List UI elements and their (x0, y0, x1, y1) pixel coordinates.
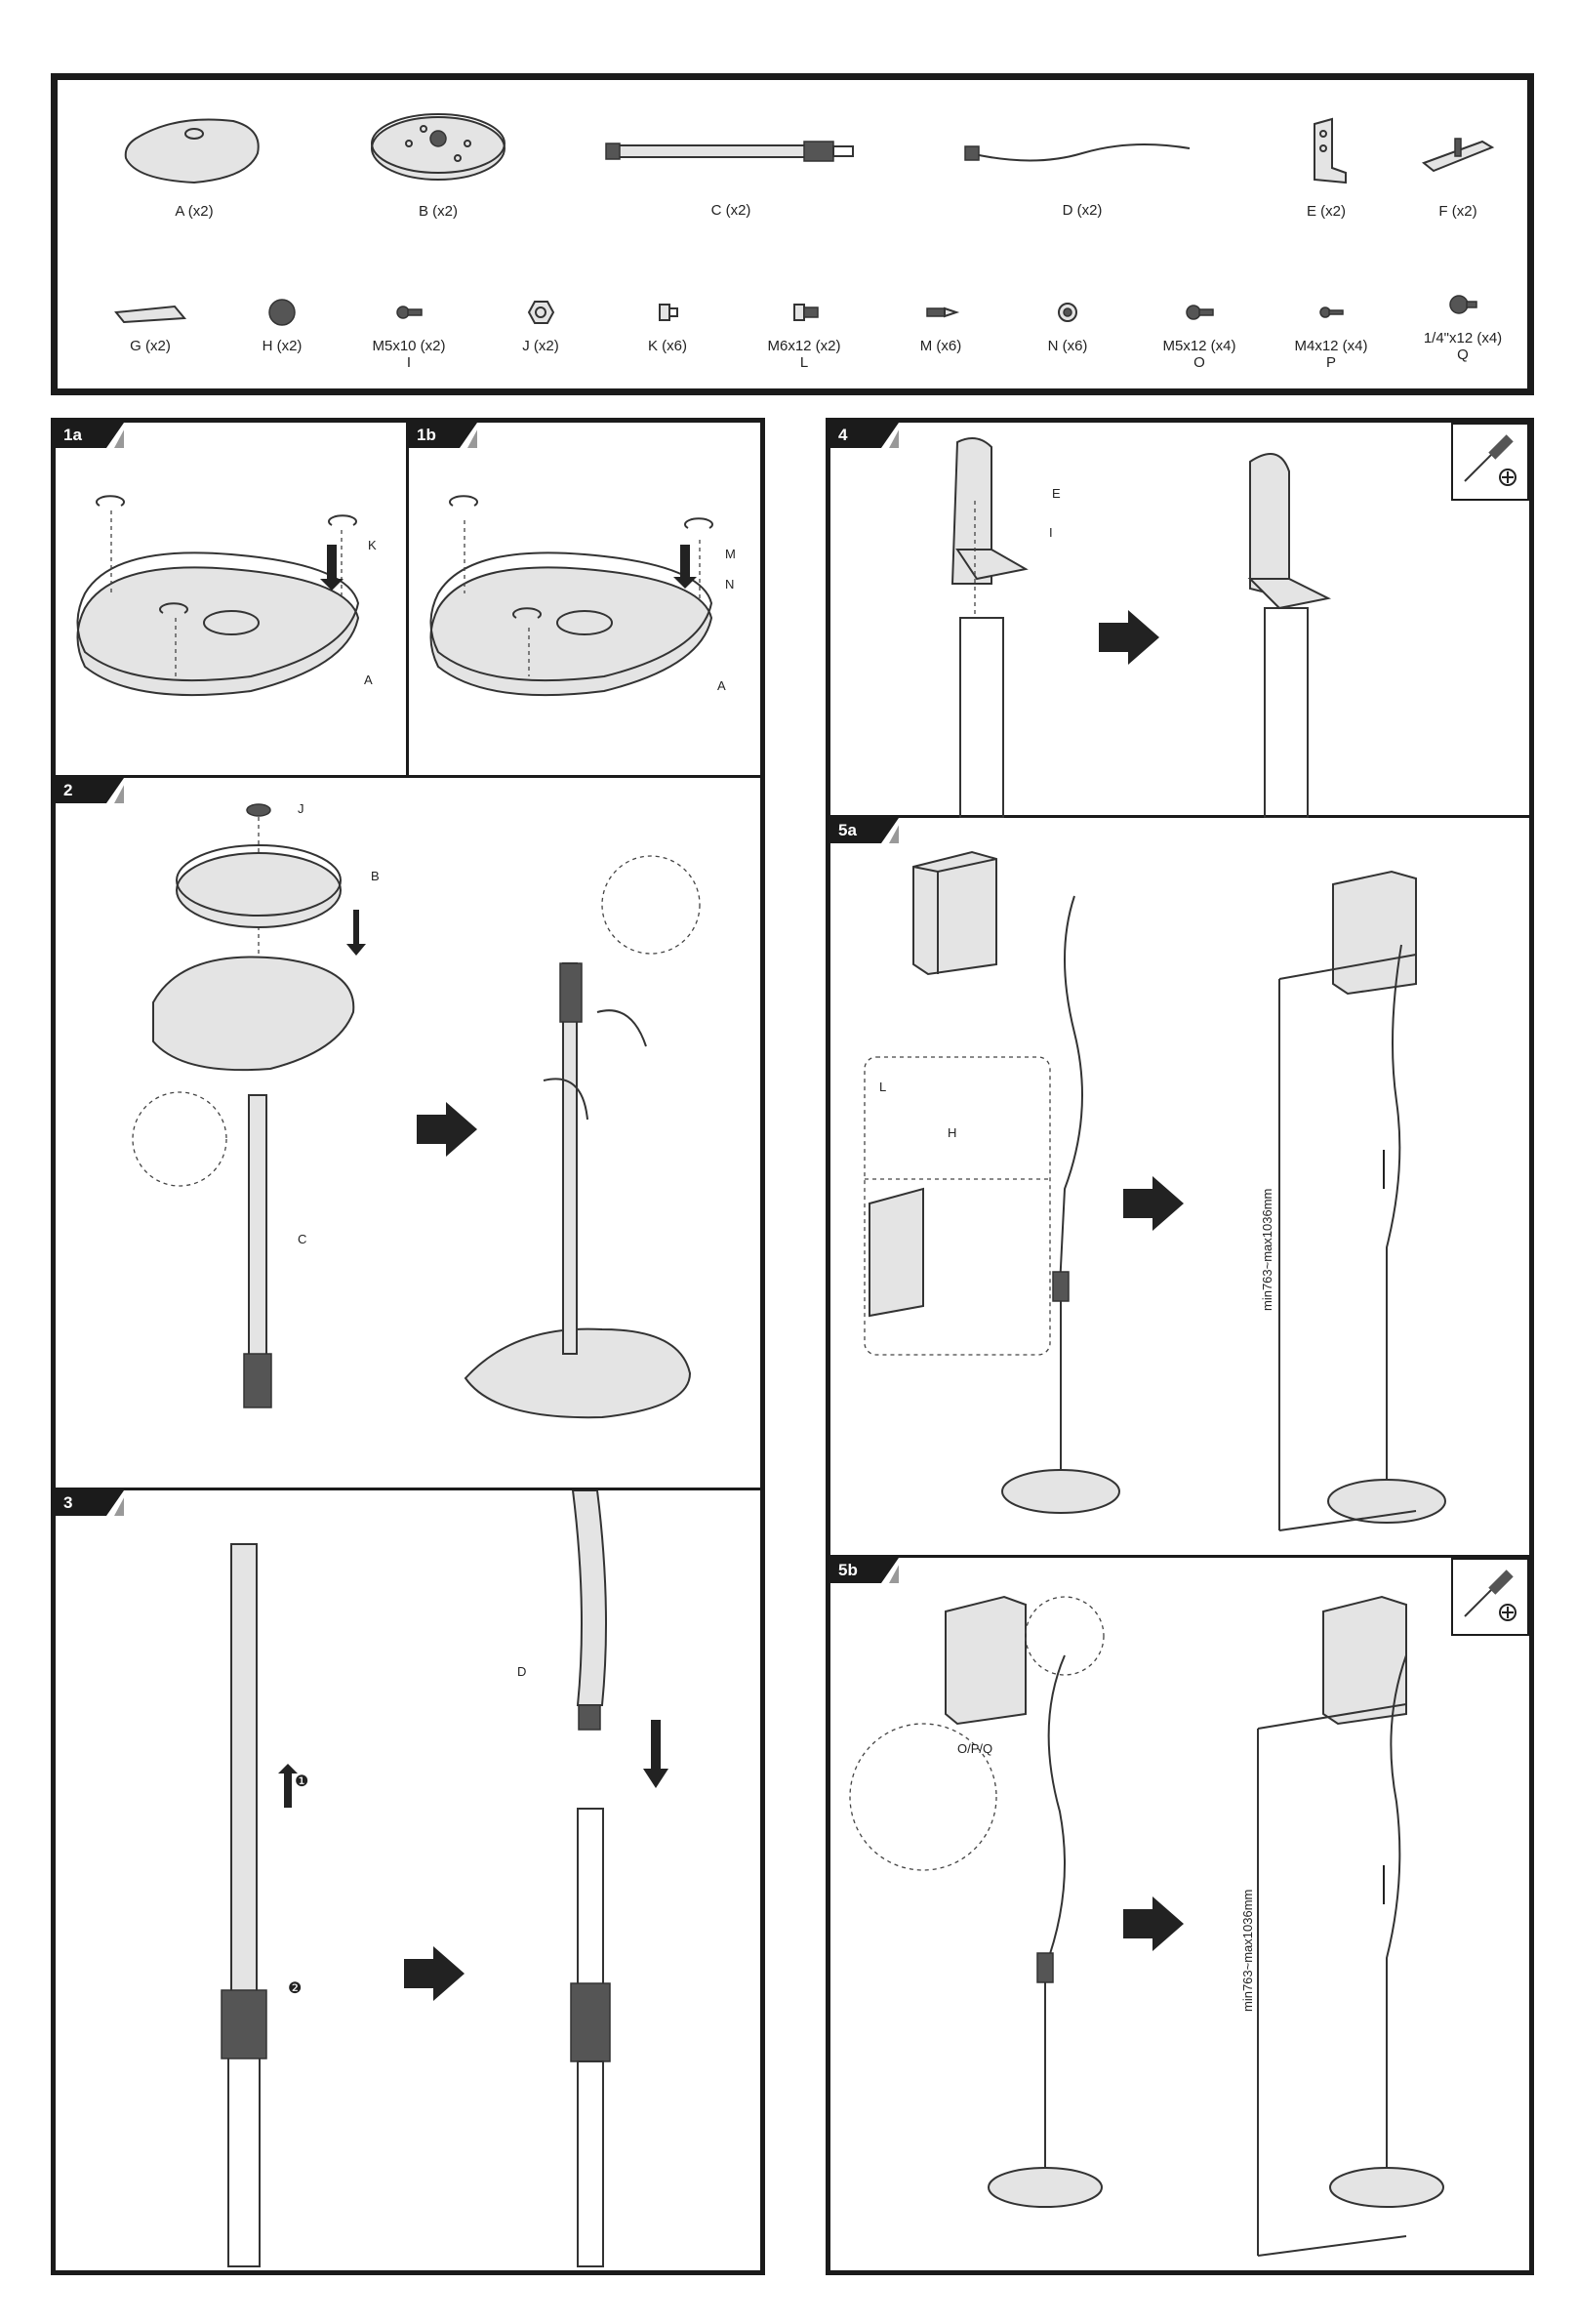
speaker-mount-diagram (830, 1558, 1529, 2270)
step-1a: 1a K A (56, 423, 409, 778)
label-opq: O/P/Q (957, 1741, 992, 1756)
part-caption: D (x2) (955, 202, 1209, 219)
base-plate-assembly (56, 423, 409, 778)
parts-list: A (x2) B (x2) C (x2) D (x2) E (x2) F (x2… (51, 73, 1534, 395)
part-i: M5x10 (x2) I (350, 293, 467, 371)
label-i: I (1049, 525, 1053, 540)
height-range-label: min763~max1036mm (1260, 1189, 1274, 1311)
bracket-mount-diagram (830, 423, 1529, 818)
part-caption: G (x2) (92, 338, 209, 354)
label-l: L (879, 1080, 886, 1094)
bolt-icon (785, 293, 824, 332)
flat-bracket-icon (1414, 124, 1502, 197)
part-sub: I (350, 354, 467, 371)
part-f: F (x2) (1404, 124, 1512, 220)
label-h: H (948, 1125, 956, 1140)
stand-assembly-diagram (56, 778, 760, 1490)
step-5b: 5b O/P/Q min763~max1036mm (830, 1558, 1529, 2270)
part-l: M6x12 (x2) L (741, 293, 868, 371)
part-caption: B (x2) (341, 203, 536, 220)
base-plate-icon (116, 109, 272, 197)
part-caption: F (x2) (1404, 203, 1512, 220)
label-a: A (717, 678, 726, 693)
label-m: M (725, 547, 736, 561)
label-k: K (368, 538, 377, 552)
part-m: M (x6) (887, 293, 994, 354)
tube-connection-diagram (56, 1490, 760, 2270)
part-b: B (x2) (341, 109, 536, 220)
part-caption: M4x12 (x4) (1268, 338, 1395, 354)
screw-icon (1180, 293, 1219, 332)
part-j: J (x2) (487, 293, 594, 354)
part-caption: J (x2) (487, 338, 594, 354)
part-o: M5x12 (x4) O (1136, 293, 1263, 371)
part-n: N (x6) (1014, 293, 1121, 354)
part-caption: K (x6) (614, 338, 721, 354)
part-p: M4x12 (x4) P (1268, 293, 1395, 371)
step-1b: 1b M N A (409, 423, 760, 778)
part-g: G (x2) (92, 293, 209, 354)
part-sub: L (741, 354, 868, 371)
base-plate-assembly (409, 423, 760, 778)
part-d: D (x2) (955, 134, 1209, 219)
label-n: N (725, 577, 734, 591)
part-caption: M6x12 (x2) (741, 338, 868, 354)
part-caption: M5x12 (x4) (1136, 338, 1263, 354)
label-b: B (371, 869, 380, 883)
lower-tube-icon (594, 134, 868, 173)
speaker-mount-diagram (830, 818, 1529, 1558)
part-sub: O (1136, 354, 1263, 371)
label-j: J (298, 801, 304, 816)
part-caption: M (x6) (887, 338, 994, 354)
foot-pad-icon (648, 293, 687, 332)
label-d: D (517, 1664, 526, 1679)
label-e: E (1052, 486, 1061, 501)
washer-icon (1048, 293, 1087, 332)
part-caption: E (x2) (1277, 203, 1375, 220)
l-bracket-icon (1297, 109, 1355, 197)
screw-icon (389, 293, 428, 332)
screw-icon (1443, 285, 1482, 324)
part-caption: 1/4"x12 (x4) (1399, 330, 1526, 347)
nut-icon (521, 293, 560, 332)
part-k: K (x6) (614, 293, 721, 354)
label-step-1: ❶ (295, 1772, 308, 1791)
step-3: 3 D ❶ ❷ (56, 1490, 760, 2270)
part-caption: N (x6) (1014, 338, 1121, 354)
part-sub: Q (1399, 347, 1526, 363)
part-e: E (x2) (1277, 109, 1375, 220)
bent-upper-tube-icon (955, 134, 1209, 173)
label-c: C (298, 1232, 306, 1246)
weight-disc-icon (365, 109, 511, 197)
part-caption: C (x2) (594, 202, 868, 219)
spike-icon (921, 293, 960, 332)
part-caption: M5x10 (x2) (350, 338, 467, 354)
screw-icon (1312, 293, 1351, 332)
label-a: A (364, 673, 373, 687)
part-caption: H (x2) (228, 338, 336, 354)
part-c: C (x2) (594, 134, 868, 219)
step-2: 2 J B C (56, 778, 760, 1490)
part-q: 1/4"x12 (x4) Q (1399, 285, 1526, 363)
step-5a: 5a L H min763~max1036mm (830, 818, 1529, 1558)
part-a: A (x2) (97, 109, 292, 220)
part-sub: P (1268, 354, 1395, 371)
step-4: 4 E I (830, 423, 1529, 818)
label-step-2: ❷ (288, 1978, 302, 1998)
knob-icon (263, 293, 302, 332)
part-h: H (x2) (228, 293, 336, 354)
height-range-label: min763~max1036mm (1240, 1890, 1255, 2012)
plate-icon (106, 293, 194, 332)
part-caption: A (x2) (97, 203, 292, 220)
